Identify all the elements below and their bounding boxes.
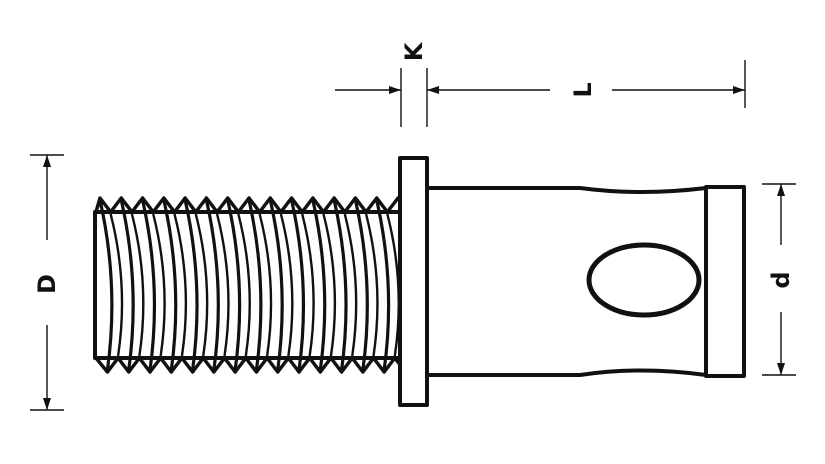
thread-flank: [311, 199, 327, 371]
thread-lines: [98, 199, 400, 371]
thread-flank: [162, 199, 178, 371]
cross-hole: [586, 242, 702, 318]
thread-crest-top: [94, 196, 411, 214]
thread-flank: [268, 199, 284, 371]
label-D: D: [33, 274, 61, 294]
thread-flank: [226, 199, 242, 371]
dimension-k: K: [335, 41, 428, 127]
collar: [398, 156, 429, 407]
thread-flank: [332, 199, 348, 371]
thread-flank: [204, 199, 220, 371]
thread-flank: [141, 199, 157, 371]
thread-root: [279, 213, 294, 357]
thread-flank: [247, 199, 263, 371]
pin-end-cap: [704, 185, 746, 378]
thread-root: [258, 213, 273, 357]
thread-flank: [375, 199, 391, 371]
threaded-shank: [93, 196, 418, 374]
thread-root: [237, 213, 251, 357]
thread-root: [322, 213, 337, 357]
thread-root: [215, 213, 230, 357]
dimension-d: d: [762, 183, 796, 376]
thread-root: [343, 213, 358, 357]
label-d: d: [767, 271, 795, 288]
thread-root: [194, 213, 209, 357]
thread-root: [173, 213, 188, 357]
thread-crest-bottom: [94, 356, 418, 374]
thread-flank: [98, 199, 114, 371]
thread-flank: [290, 199, 306, 371]
dimension-D: D: [30, 154, 64, 411]
thread-root: [152, 213, 166, 357]
label-l: L: [569, 82, 597, 97]
dimension-l: L: [427, 60, 746, 108]
thread-flank: [119, 199, 135, 371]
label-k: K: [400, 41, 428, 61]
thread-root: [109, 213, 124, 357]
thread-root: [130, 213, 145, 357]
thread-flank: [353, 199, 369, 371]
thread-root: [301, 213, 315, 357]
thread-flank: [183, 199, 199, 371]
thread-root: [364, 213, 379, 357]
